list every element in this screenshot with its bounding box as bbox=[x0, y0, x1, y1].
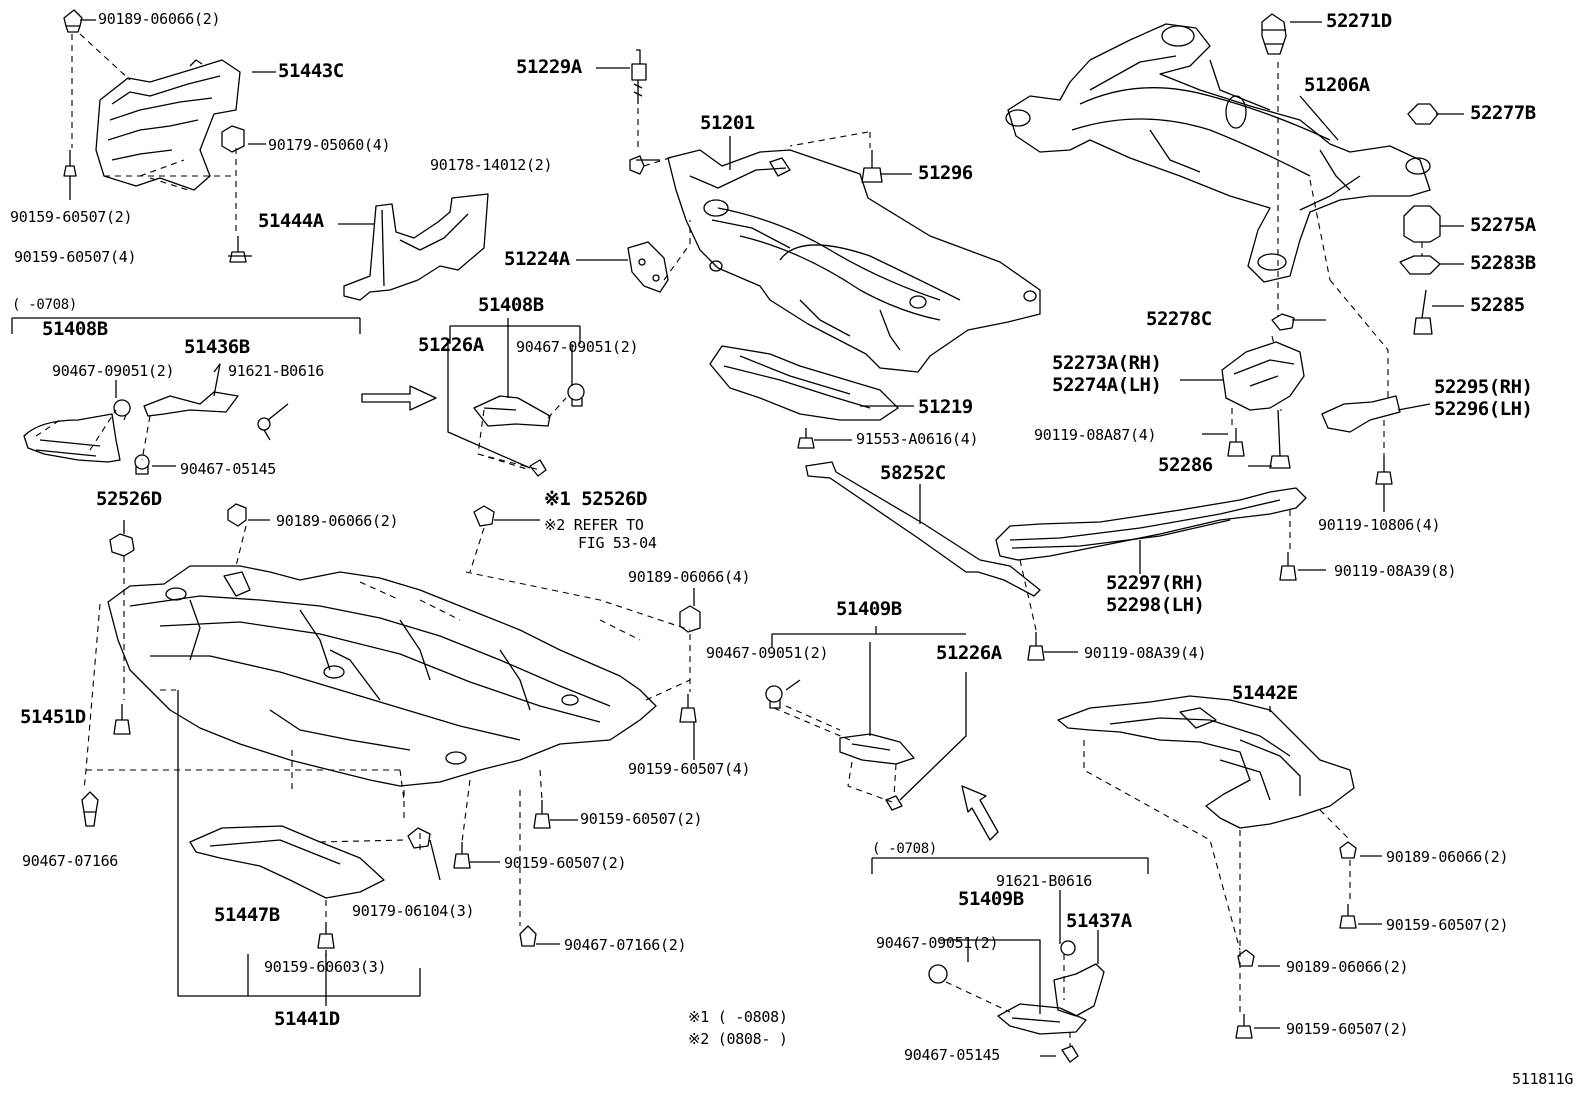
label-90119-08a87: 90119-08A87(4) bbox=[1034, 426, 1157, 444]
label-52526d-left: 52526D bbox=[96, 488, 162, 510]
label-51451d: 51451D bbox=[20, 706, 86, 728]
label-90467-09051-mid: 90467-09051(2) bbox=[516, 338, 639, 356]
label-52277b: 52277B bbox=[1470, 102, 1536, 124]
label-51224a: 51224A bbox=[504, 248, 570, 270]
label-51409b-mid: 51409B bbox=[836, 598, 902, 620]
label-51201: 51201 bbox=[700, 112, 755, 134]
label-52274a-lh: 52274A(LH) bbox=[1052, 374, 1162, 396]
label-51206a: 51206A bbox=[1304, 74, 1370, 96]
part-51441d-undercover bbox=[107, 565, 657, 787]
part-51408b-mid bbox=[473, 383, 585, 477]
label-52271d: 52271D bbox=[1326, 10, 1392, 32]
label-90159-60507-2-right-1: 90159-60507(2) bbox=[1386, 916, 1509, 934]
label-90159-60507-4-top: 90159-60507(4) bbox=[14, 248, 137, 266]
label-90189-06066-top-left: 90189-06066(2) bbox=[98, 10, 221, 28]
label-90467-09051-left: 90467-09051(2) bbox=[52, 362, 175, 380]
label-refer-to: ※2 REFER TO bbox=[544, 516, 644, 534]
label-90179-06104: 90179-06104(3) bbox=[352, 902, 475, 920]
label-90467-09051-right: 90467-09051(2) bbox=[706, 644, 829, 662]
label-90189-06066-mid-left: 90189-06066(2) bbox=[276, 512, 399, 530]
part-51447b-plate bbox=[189, 825, 385, 899]
label-51226a-mid: 51226A bbox=[936, 642, 1002, 664]
label-51229a: 51229A bbox=[516, 56, 582, 78]
label-90189-06066-right-1: 90189-06066(2) bbox=[1386, 848, 1509, 866]
label-52297-rh: 52297(RH) bbox=[1106, 572, 1205, 594]
label-90189-06066-4: 90189-06066(4) bbox=[628, 568, 751, 586]
part-51443c-bracket bbox=[95, 59, 241, 191]
label-90159-60507-2-top: 90159-60507(2) bbox=[10, 208, 133, 226]
label-91553-a0616: 91553-A0616(4) bbox=[856, 430, 979, 448]
label-51296: 51296 bbox=[918, 162, 973, 184]
label-90159-60507-2-center: 90159-60507(2) bbox=[504, 854, 627, 872]
label-90119-08a39-4: 90119-08A39(4) bbox=[1084, 644, 1207, 662]
label-51409b-lower: 51409B bbox=[958, 888, 1024, 910]
label-51444a: 51444A bbox=[258, 210, 324, 232]
label-90467-05145-right: 90467-05145 bbox=[904, 1046, 1001, 1064]
label-51437a: 51437A bbox=[1066, 910, 1132, 932]
label-90467-07166-2: 90467-07166(2) bbox=[564, 936, 687, 954]
label-90178-14012: 90178-14012(2) bbox=[430, 156, 553, 174]
label-51219: 51219 bbox=[918, 396, 973, 418]
part-58252c-brace bbox=[805, 461, 1041, 597]
part-52273a-mount bbox=[1221, 341, 1305, 411]
label-58252c: 58252C bbox=[880, 462, 946, 484]
label-90467-07166-left: 90467-07166 bbox=[22, 852, 119, 870]
label-90159-60603: 90159-60603(3) bbox=[264, 958, 387, 976]
label-90119-08a39-8: 90119-08A39(8) bbox=[1334, 562, 1457, 580]
figure-code: 511811G bbox=[1512, 1070, 1574, 1088]
label-52273a-rh: 52273A(RH) bbox=[1052, 352, 1162, 374]
label-90159-60507-2-mid: 90159-60507(2) bbox=[580, 810, 703, 828]
label-note-1: ※1 ( -0808) bbox=[688, 1008, 788, 1026]
label-91621-b0616-right: 91621-B0616 bbox=[996, 872, 1093, 890]
label-52298-lh: 52298(LH) bbox=[1106, 594, 1205, 616]
label-51436b: 51436B bbox=[184, 336, 250, 358]
label-90159-60507-4-mid: 90159-60507(4) bbox=[628, 760, 751, 778]
part-51409b-lower bbox=[928, 940, 1105, 1063]
label-51408b-mid: 51408B bbox=[478, 294, 544, 316]
label-51447b: 51447B bbox=[214, 904, 280, 926]
label-91621-b0616-left: 91621-B0616 bbox=[228, 362, 325, 380]
label-52286: 52286 bbox=[1158, 454, 1213, 476]
label-52526d-note: ※1 52526D bbox=[544, 488, 647, 510]
part-51442e-cover bbox=[1057, 695, 1355, 829]
label-note-2: ※2 (0808- ) bbox=[688, 1030, 788, 1048]
label-fig-53-04: FIG 53-04 bbox=[578, 534, 657, 552]
label-90119-10806: 90119-10806(4) bbox=[1318, 516, 1441, 534]
part-51444a-cover bbox=[343, 193, 489, 301]
part-52297-member bbox=[995, 487, 1307, 561]
label-90179-05060: 90179-05060(4) bbox=[268, 136, 391, 154]
label-date-range-left: ( -0708) bbox=[12, 297, 78, 313]
label-90467-09051-lower: 90467-09051(2) bbox=[876, 934, 999, 952]
label-52296-lh: 52296(LH) bbox=[1434, 398, 1533, 420]
part-51219-plate bbox=[709, 345, 899, 421]
label-90189-06066-right-2: 90189-06066(2) bbox=[1286, 958, 1409, 976]
label-51226a-top: 51226A bbox=[418, 334, 484, 356]
part-51206a-crossmember bbox=[1005, 23, 1431, 283]
label-51442e: 51442E bbox=[1232, 682, 1298, 704]
label-52283b: 52283B bbox=[1470, 252, 1536, 274]
label-date-range-right: ( -0708) bbox=[872, 841, 938, 857]
part-51408b-left bbox=[23, 391, 271, 475]
label-90159-60507-2-right-2: 90159-60507(2) bbox=[1286, 1020, 1409, 1038]
label-52285: 52285 bbox=[1470, 294, 1525, 316]
label-52278c: 52278C bbox=[1146, 308, 1212, 330]
label-90467-05145-left: 90467-05145 bbox=[180, 460, 277, 478]
label-52275a: 52275A bbox=[1470, 214, 1536, 236]
label-51443c: 51443C bbox=[278, 60, 344, 82]
part-51201-subframe bbox=[667, 149, 1041, 373]
label-51441d: 51441D bbox=[274, 1008, 340, 1030]
label-52295-rh: 52295(RH) bbox=[1434, 376, 1533, 398]
label-51408b-left: 51408B bbox=[42, 318, 108, 340]
